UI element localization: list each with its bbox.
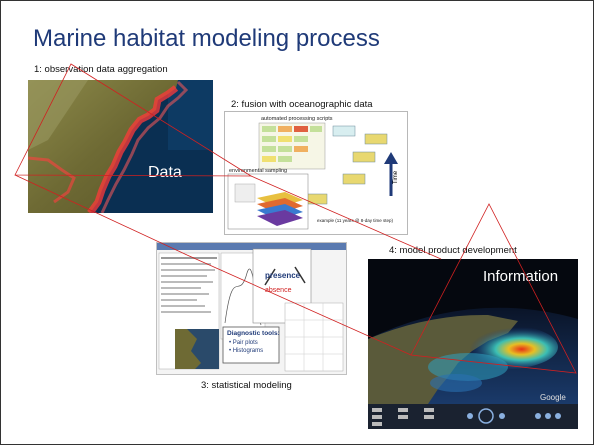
fusion-diagram: Time automated processing scripts enviro… bbox=[224, 111, 408, 235]
statistical-modeling-screenshot: presence absence Diagnostic tools: • Pai… bbox=[156, 242, 347, 375]
time-axis-label: Time bbox=[393, 170, 399, 184]
model-product-globe: Information Google bbox=[368, 259, 578, 429]
example-label: example (11 years @ 8-day time step) bbox=[317, 218, 394, 223]
diagnostic-item-histograms: • Histograms bbox=[229, 348, 264, 354]
absence-label: absence bbox=[265, 287, 292, 294]
step-1-caption: 1: observation data aggregation bbox=[34, 64, 168, 75]
processing-scripts-label: automated processing scripts bbox=[261, 116, 333, 122]
diagnostic-title: Diagnostic tools: bbox=[227, 330, 280, 337]
diagnostic-item-pair-plots: • Pair plots bbox=[229, 340, 258, 346]
google-watermark: Google bbox=[540, 393, 566, 402]
information-panel-label: Information bbox=[483, 268, 559, 285]
step-3-caption: 3: statistical modeling bbox=[201, 380, 292, 391]
observation-map: Data bbox=[28, 80, 213, 213]
step-2-caption: 2: fusion with oceanographic data bbox=[231, 99, 373, 110]
slide-title: Marine habitat modeling process bbox=[33, 25, 380, 52]
presence-label: presence bbox=[265, 271, 301, 280]
environmental-sampling-label: environmental sampling bbox=[229, 168, 287, 174]
data-panel-label: Data bbox=[148, 164, 182, 181]
step-4-caption: 4: model product development bbox=[389, 245, 517, 256]
